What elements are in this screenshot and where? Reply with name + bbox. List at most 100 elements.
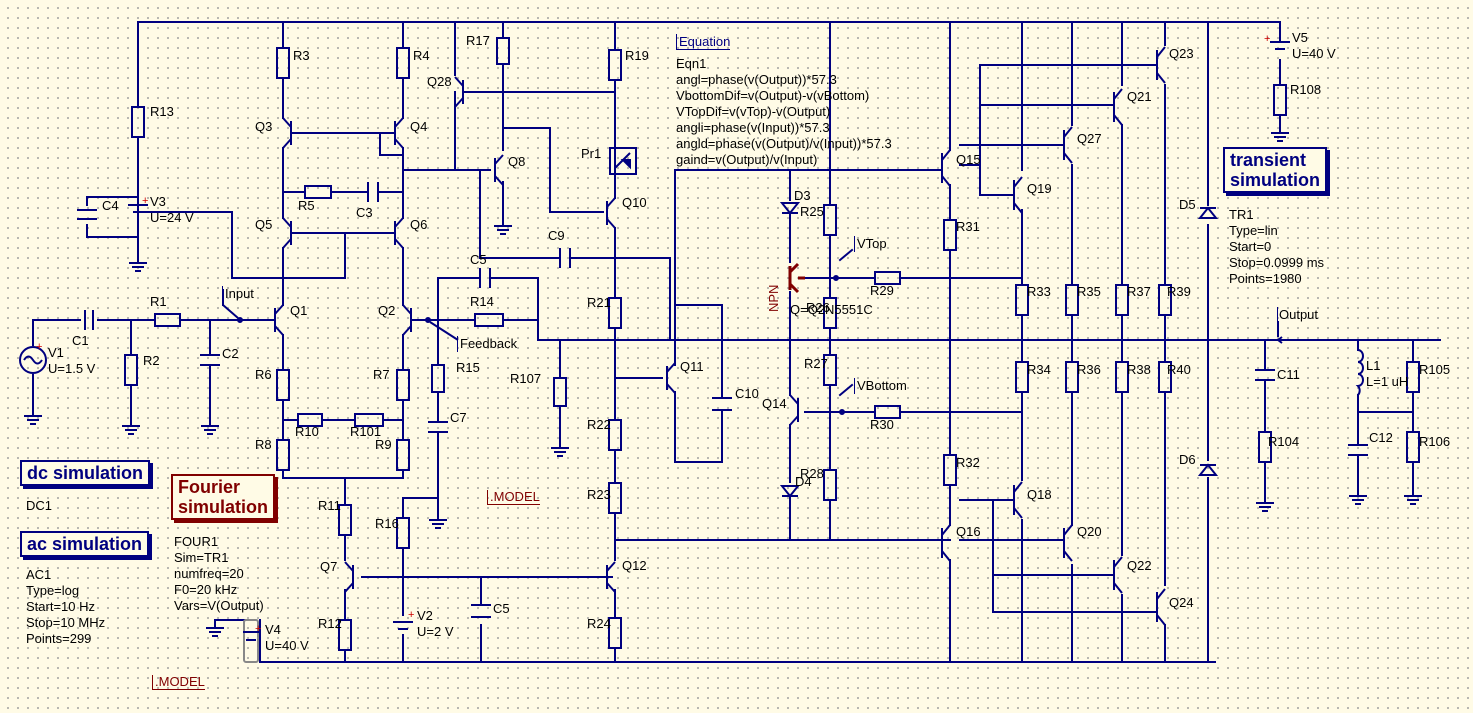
transistor-q4[interactable] (394, 117, 404, 149)
fourier-simulation-block[interactable]: Fourier simulation (171, 474, 276, 520)
model-block-1[interactable]: .MODEL (487, 490, 540, 505)
transistor-q1[interactable] (274, 304, 284, 336)
resistor-r26[interactable] (823, 297, 837, 329)
resistor-r15[interactable] (431, 364, 445, 393)
resistor-r14[interactable] (474, 313, 504, 327)
transistor-q2[interactable] (402, 304, 412, 336)
resistor-r19[interactable] (608, 49, 622, 81)
resistor-r23[interactable] (608, 482, 622, 514)
diode-d5[interactable] (1197, 206, 1219, 219)
resistor-r1[interactable] (154, 313, 181, 327)
resistor-r37[interactable] (1115, 284, 1129, 316)
resistor-r13[interactable] (131, 106, 145, 138)
capacitor-c5-lower[interactable] (471, 604, 491, 618)
diode-d6[interactable] (1197, 463, 1219, 476)
current-probe-pr1[interactable] (609, 147, 637, 175)
wire-label-input[interactable]: Input (225, 286, 254, 301)
resistor-r10[interactable] (297, 413, 323, 427)
wire-label-vtop[interactable]: VTop (857, 236, 887, 251)
resistor-r31[interactable] (943, 219, 957, 251)
capacitor-c2[interactable] (200, 354, 220, 366)
resistor-r17[interactable] (496, 37, 510, 65)
source-v3[interactable] (128, 204, 148, 213)
resistor-r29[interactable] (874, 271, 901, 285)
source-v5[interactable] (1270, 41, 1290, 50)
resistor-r24[interactable] (608, 617, 622, 649)
resistor-r8[interactable] (276, 439, 290, 471)
capacitor-c9[interactable] (559, 248, 571, 268)
source-v2[interactable] (393, 621, 413, 630)
transistor-q3[interactable] (282, 117, 292, 149)
resistor-r11[interactable] (338, 504, 352, 536)
capacitor-c7[interactable] (428, 421, 448, 433)
inductor-l1[interactable] (1355, 349, 1364, 396)
transistor-q8[interactable] (494, 154, 504, 186)
resistor-r2[interactable] (124, 354, 138, 386)
equation-body[interactable]: Eqn1 angl=phase(v(Output))*57.3 VbottomD… (676, 56, 892, 168)
diode-d3[interactable] (779, 202, 801, 215)
resistor-r4[interactable] (396, 47, 410, 79)
resistor-r34[interactable] (1015, 361, 1029, 393)
capacitor-c10[interactable] (712, 397, 732, 411)
wire-label-feedback[interactable]: Feedback (460, 336, 518, 351)
dc-simulation-block[interactable]: dc simulation (20, 460, 151, 486)
transistor-q19[interactable] (1013, 176, 1023, 214)
resistor-r9[interactable] (396, 439, 410, 471)
resistor-r106[interactable] (1406, 431, 1420, 463)
resistor-r104[interactable] (1258, 431, 1272, 463)
transistor-q23[interactable] (1156, 46, 1166, 84)
resistor-r101[interactable] (354, 413, 384, 427)
resistor-r33[interactable] (1015, 284, 1029, 316)
transistor-q15[interactable] (941, 149, 951, 187)
capacitor-c1[interactable] (84, 310, 94, 330)
resistor-r40[interactable] (1158, 361, 1172, 393)
wire-label-vbottom[interactable]: VBottom (857, 378, 907, 393)
resistor-r16[interactable] (396, 517, 410, 549)
source-v1[interactable] (19, 346, 47, 374)
ac-simulation-block[interactable]: ac simulation (20, 531, 150, 557)
transistor-q22[interactable] (1113, 556, 1123, 594)
transistor-npn-selected[interactable] (788, 262, 805, 294)
model-block-2[interactable]: .MODEL (152, 675, 205, 690)
transistor-q12[interactable] (606, 561, 616, 593)
wire-label-output[interactable]: Output (1279, 307, 1318, 322)
resistor-r7[interactable] (396, 369, 410, 401)
equation-title[interactable]: Equation (676, 34, 731, 50)
resistor-r27[interactable] (823, 354, 837, 386)
transistor-q24[interactable] (1156, 588, 1166, 626)
resistor-r30[interactable] (874, 405, 901, 419)
resistor-r6[interactable] (276, 369, 290, 401)
capacitor-c11[interactable] (1255, 369, 1275, 381)
transient-simulation-block[interactable]: transient simulation (1223, 147, 1328, 193)
capacitor-c5-upper[interactable] (479, 268, 491, 288)
resistor-r108[interactable] (1273, 84, 1287, 116)
transistor-q16[interactable] (941, 524, 951, 562)
resistor-r22[interactable] (608, 419, 622, 451)
transistor-q18[interactable] (1013, 481, 1023, 519)
resistor-r12[interactable] (338, 619, 352, 651)
resistor-r107[interactable] (553, 377, 567, 407)
transistor-q5[interactable] (282, 217, 292, 249)
resistor-r32[interactable] (943, 454, 957, 486)
transistor-q27[interactable] (1063, 126, 1073, 164)
resistor-r105[interactable] (1406, 361, 1420, 393)
transistor-q20[interactable] (1063, 524, 1073, 562)
transistor-q6[interactable] (394, 217, 404, 249)
resistor-r5[interactable] (304, 185, 332, 199)
transistor-q21[interactable] (1113, 88, 1123, 126)
diode-d4[interactable] (779, 485, 801, 498)
resistor-r36[interactable] (1065, 361, 1079, 393)
transistor-q14[interactable] (789, 394, 799, 426)
resistor-r38[interactable] (1115, 361, 1129, 393)
capacitor-c4[interactable] (77, 209, 97, 220)
transistor-q28[interactable] (454, 76, 464, 108)
transistor-q11[interactable] (666, 362, 676, 394)
resistor-r35[interactable] (1065, 284, 1079, 316)
capacitor-c12[interactable] (1348, 444, 1368, 456)
resistor-r3[interactable] (276, 47, 290, 79)
resistor-r28[interactable] (823, 469, 837, 501)
resistor-r25[interactable] (823, 204, 837, 236)
transistor-q7[interactable] (344, 561, 354, 593)
transistor-q10[interactable] (606, 197, 616, 229)
